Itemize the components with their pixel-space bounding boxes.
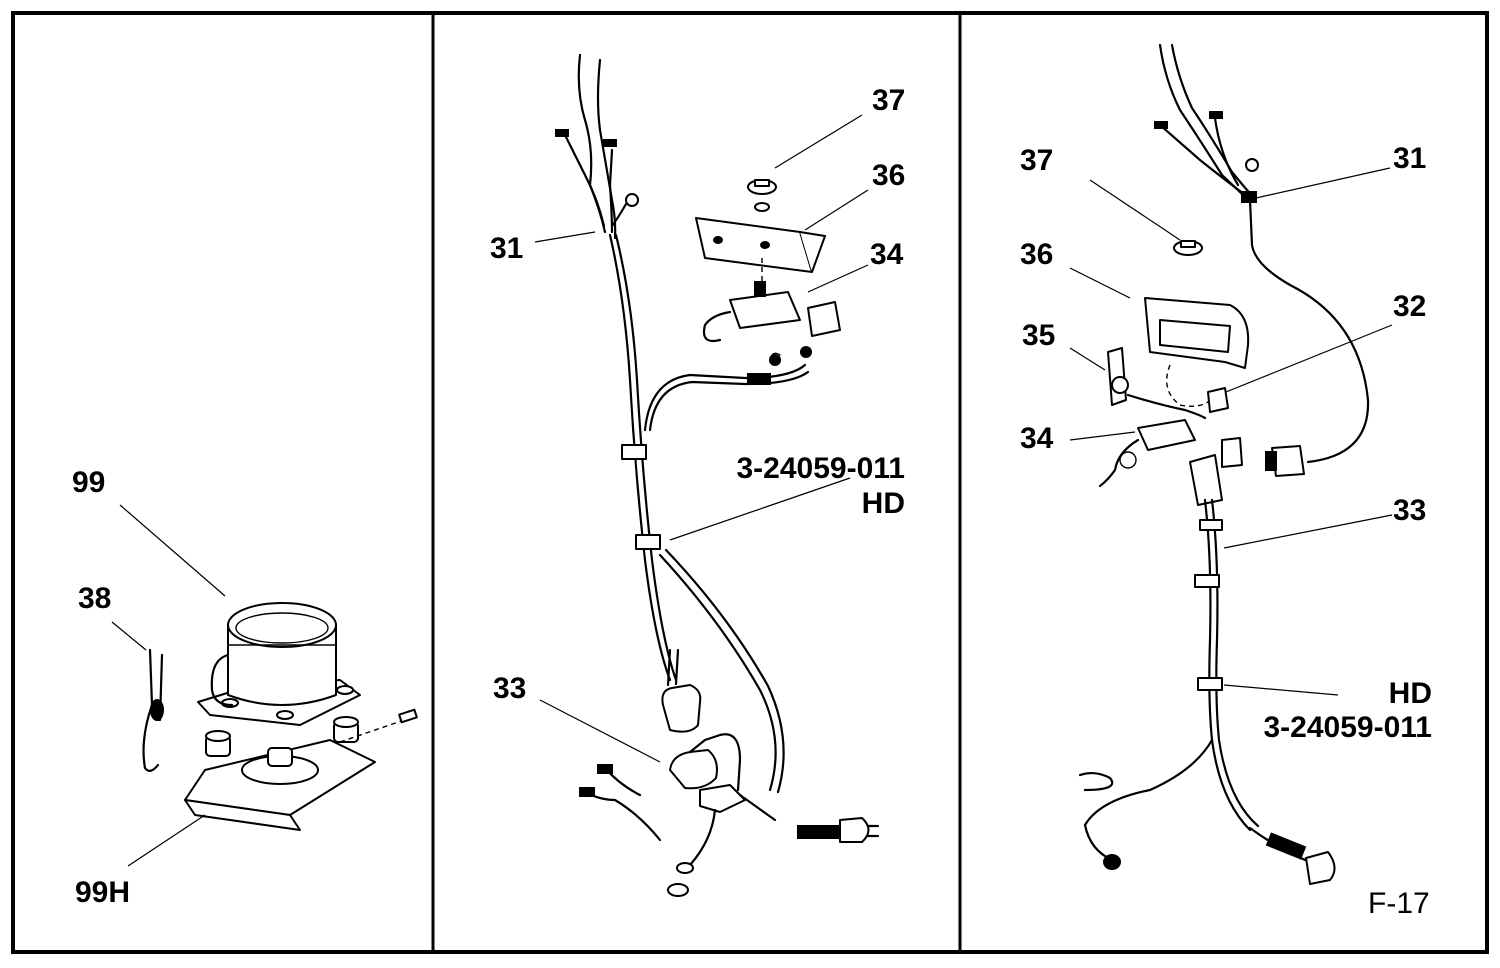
callout-35-right: 35 — [1022, 319, 1055, 352]
callout-32-right: 32 — [1393, 290, 1426, 323]
callout-37-center: 37 — [872, 84, 905, 117]
harness-panel-center — [534, 53, 880, 897]
harness-panel-right — [1069, 43, 1393, 885]
callout-38: 38 — [78, 582, 111, 615]
callout-33-center: 33 — [493, 672, 526, 705]
hd-label-right: HD — [1389, 677, 1432, 710]
compressor-panel — [111, 504, 418, 867]
callout-37-right: 37 — [1020, 144, 1053, 177]
callout-34-center: 34 — [870, 238, 904, 271]
callout-36-center: 36 — [872, 159, 905, 192]
part-number-right: 3-24059-011 — [1264, 711, 1433, 744]
figure-id: F-17 — [1368, 887, 1430, 920]
part-number-center: 3-24059-011 — [737, 452, 906, 485]
callout-99: 99 — [72, 466, 105, 499]
outer-frame — [11, 11, 1489, 954]
callout-34-right: 34 — [1020, 422, 1054, 455]
callout-31-right: 31 — [1393, 142, 1426, 175]
hd-label-center: HD — [862, 487, 905, 520]
callout-99H: 99H — [75, 876, 130, 909]
callout-33-right: 33 — [1393, 494, 1426, 527]
callout-36-right: 36 — [1020, 238, 1053, 271]
callout-31-center: 31 — [490, 232, 523, 265]
